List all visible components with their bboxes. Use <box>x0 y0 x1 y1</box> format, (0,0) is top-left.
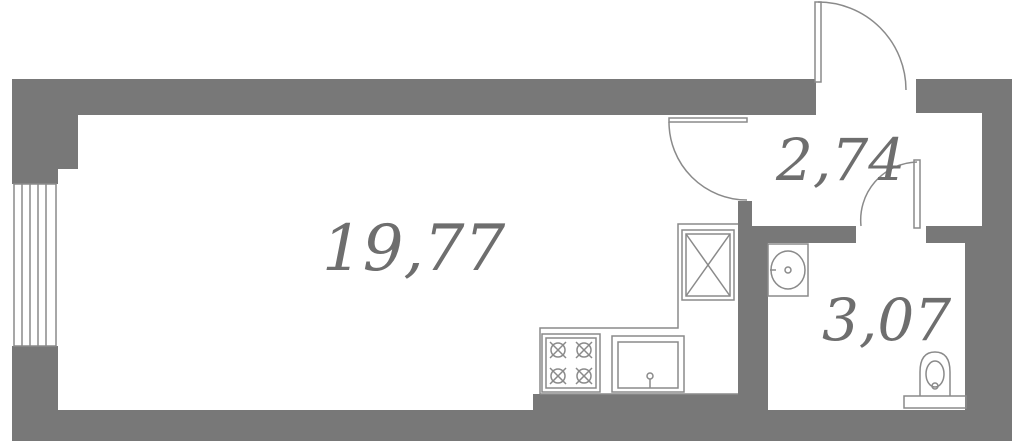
washbasin <box>767 243 809 297</box>
wall-bottom-notch <box>533 394 741 414</box>
room-door <box>668 117 748 201</box>
wall-bathroom-right <box>965 243 985 413</box>
hallway-area: 2,74 <box>775 126 905 194</box>
burner-1 <box>549 341 567 359</box>
walls <box>12 79 1012 441</box>
wall-bottom <box>12 410 1012 441</box>
wall-bathroom-top-right <box>926 226 986 243</box>
entrance-door <box>814 1 907 91</box>
wall-right <box>982 79 1012 441</box>
stove <box>541 333 601 393</box>
wall-partition-vertical <box>738 201 752 413</box>
kitchen-counter <box>539 223 738 395</box>
toilet <box>903 351 967 409</box>
burner-3 <box>549 367 567 385</box>
wall-bathroom-top-left <box>738 226 856 243</box>
bathroom-area: 3,07 <box>822 286 951 354</box>
burner-2 <box>575 341 593 359</box>
burner-4 <box>575 367 593 385</box>
bathroom-door <box>859 159 921 229</box>
wall-left-upper-edge <box>12 160 58 184</box>
living-room-area: 19,77 <box>322 212 506 286</box>
kitchen-sink <box>611 335 685 393</box>
wall-left-upper <box>12 79 78 169</box>
wall-top <box>12 79 816 115</box>
wall-bathroom-left <box>752 243 768 413</box>
window <box>13 183 57 347</box>
fridge <box>681 229 735 301</box>
